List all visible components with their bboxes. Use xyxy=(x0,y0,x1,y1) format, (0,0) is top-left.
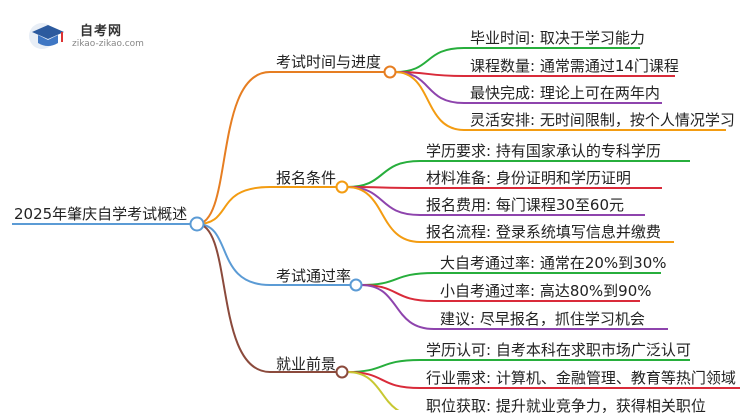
branch-node-2 xyxy=(335,180,349,194)
leaf-connector-4-2 xyxy=(346,371,421,389)
leaf-connector-1-4 xyxy=(394,71,465,131)
site-logo: 自考网 zikao-zikao.com xyxy=(28,18,168,58)
leaf-topic-1-2: 课程数量: 通常需通过14门课程 xyxy=(470,57,679,75)
leaf-topic-2-4: 报名流程: 登录系统填写信息并缴费 xyxy=(426,223,661,241)
leaf-connector-1-1 xyxy=(394,47,465,73)
leaf-connector-3-1 xyxy=(360,272,435,286)
branch-node-4 xyxy=(335,365,349,379)
root-node xyxy=(189,216,205,232)
leaf-topic-2-2: 材料准备: 身份证明和学历证明 xyxy=(426,169,631,187)
branch-node-3 xyxy=(349,278,363,292)
branch-connector-2 xyxy=(196,186,271,225)
leaf-topic-1-3: 最快完成: 理论上可在两年内 xyxy=(470,84,660,102)
leaf-connector-2-4 xyxy=(346,186,421,243)
mindmap-nodes xyxy=(189,65,397,379)
branch-topic-1: 考试时间与进度 xyxy=(276,53,382,71)
leaf-connector-4-3 xyxy=(346,371,400,410)
branch-topic-2: 报名条件 xyxy=(276,169,337,187)
leaf-connector-2-3 xyxy=(346,186,421,216)
leaf-topic-1-4: 灵活安排: 无时间限制，按个人情况学习 xyxy=(470,111,735,129)
leaf-connector-3-2 xyxy=(360,284,435,302)
root-topic: 2025年肇庆自学考试概述 xyxy=(14,205,188,223)
leaf-topic-4-1: 学历认可: 自考本科在求职市场广泛认可 xyxy=(426,341,691,359)
leaf-connector-4-1 xyxy=(346,359,421,373)
leaf-topic-1-1: 毕业时间: 取决于学习能力 xyxy=(470,29,645,47)
leaf-topic-4-3: 职位获取: 提升就业竞争力，获得相关职位 xyxy=(426,397,706,415)
leaf-topic-3-1: 大自考通过率: 通常在20%到30% xyxy=(440,254,667,272)
leaf-connector-3-3 xyxy=(360,284,435,330)
branch-topic-4: 就业前景 xyxy=(276,355,337,373)
branch-node-1 xyxy=(383,65,397,79)
branch-connector-3 xyxy=(196,223,271,286)
branch-connector-4 xyxy=(196,223,271,373)
leaf-topic-3-3: 建议: 尽早报名，抓住学习机会 xyxy=(440,310,645,328)
logo-title: 自考网 xyxy=(80,24,123,39)
graduation-cap-icon xyxy=(29,23,64,49)
mindmap-edges xyxy=(12,47,740,410)
branch-topic-3: 考试通过率 xyxy=(276,267,352,285)
branch-connector-1 xyxy=(196,71,271,225)
leaf-topic-2-3: 报名费用: 每门课程30至60元 xyxy=(426,196,624,214)
leaf-topic-2-1: 学历要求: 持有国家承认的专科学历 xyxy=(426,142,661,160)
leaf-topic-4-2: 行业需求: 计算机、金融管理、教育等热门领域 xyxy=(426,369,736,387)
logo-url: zikao-zikao.com xyxy=(72,39,144,49)
leaf-topic-3-2: 小自考通过率: 高达80%到90% xyxy=(440,282,652,300)
leaf-connector-2-1 xyxy=(346,160,421,188)
